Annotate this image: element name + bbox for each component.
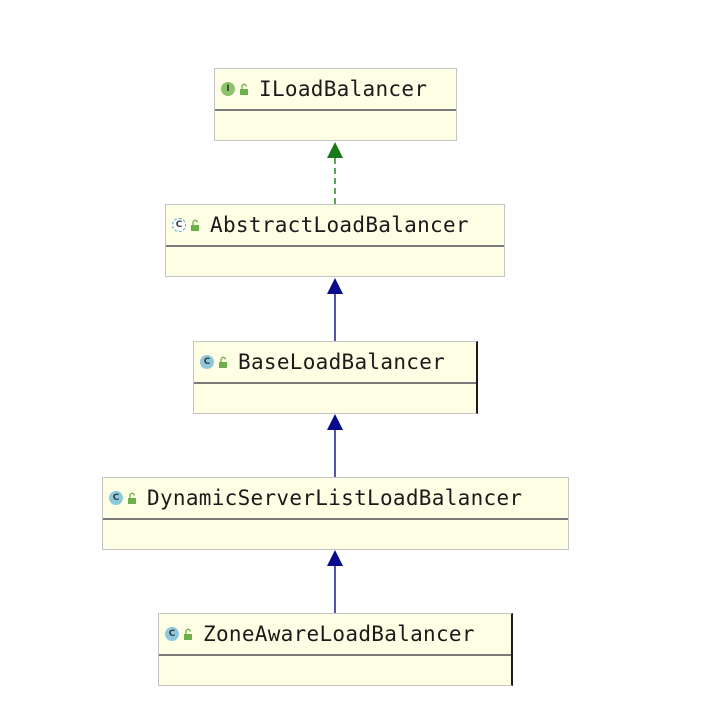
class-members xyxy=(166,247,504,275)
class-box-dynamicserverlistloadbalancer[interactable]: C DynamicServerListLoadBalancer xyxy=(102,477,569,550)
class-name: DynamicServerListLoadBalancer xyxy=(147,486,523,510)
class-name: AbstractLoadBalancer xyxy=(210,213,469,237)
abstract-class-icon: C xyxy=(172,218,186,232)
edge-arrowhead xyxy=(327,278,343,294)
edge-arrowhead xyxy=(327,142,343,158)
class-icon: C xyxy=(200,355,214,369)
lock-open-icon xyxy=(240,83,248,95)
class-box-iloadbalancer[interactable]: I ILoadBalancer xyxy=(214,68,457,141)
class-members xyxy=(103,520,568,548)
lock-open-icon xyxy=(191,219,199,231)
class-name: BaseLoadBalancer xyxy=(238,350,446,374)
class-icon: C xyxy=(165,627,179,641)
edge-arrowhead xyxy=(327,550,343,566)
class-members xyxy=(215,111,456,139)
class-members xyxy=(194,384,476,412)
class-header: C DynamicServerListLoadBalancer xyxy=(103,478,568,520)
edge-arrowhead xyxy=(327,414,343,430)
lock-open-icon xyxy=(128,492,136,504)
class-box-abstractloadbalancer[interactable]: C AbstractLoadBalancer xyxy=(165,204,505,277)
edge-extends-zoneaware-to-dynamic xyxy=(327,550,343,613)
class-box-baseloadbalancer[interactable]: C BaseLoadBalancer xyxy=(193,341,478,414)
edge-extends-base-to-abstract xyxy=(327,278,343,341)
class-header: I ILoadBalancer xyxy=(215,69,456,111)
class-header: C ZoneAwareLoadBalancer xyxy=(159,614,511,656)
interface-icon: I xyxy=(221,82,235,96)
edge-extends-dynamic-to-base xyxy=(327,414,343,477)
class-members xyxy=(159,656,511,684)
lock-open-icon xyxy=(184,628,192,640)
edge-implements-abstract-to-iloadbalancer xyxy=(327,142,343,204)
class-box-zoneawareloadbalancer[interactable]: C ZoneAwareLoadBalancer xyxy=(158,613,513,686)
class-icon: C xyxy=(109,491,123,505)
class-header: C BaseLoadBalancer xyxy=(194,342,476,384)
class-header: C AbstractLoadBalancer xyxy=(166,205,504,247)
class-name: ZoneAwareLoadBalancer xyxy=(203,622,475,646)
lock-open-icon xyxy=(219,356,227,368)
class-name: ILoadBalancer xyxy=(259,77,428,101)
